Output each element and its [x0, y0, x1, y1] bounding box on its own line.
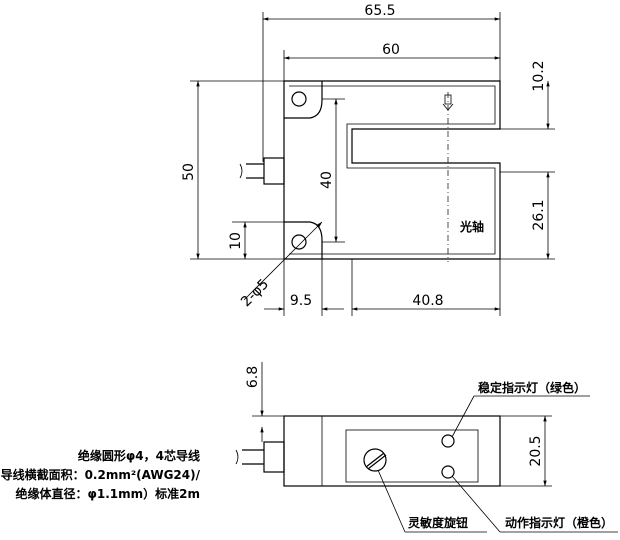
top-view: 光轴 65.5 60 50 40 10 2-φ5 9.5 — [181, 3, 555, 316]
dim-side-height: 20.5 — [528, 435, 544, 466]
mounting-hole-bottom — [291, 234, 307, 250]
stable-indicator-label: 稳定指示灯（绿色） — [478, 380, 586, 395]
dim-body-width: 60 — [382, 42, 400, 58]
dim-axis-offset: 40.8 — [412, 293, 443, 309]
sensor-body-inner-outline — [289, 85, 496, 255]
mounting-hole-top — [291, 91, 307, 107]
action-indicator-lamp — [441, 465, 455, 479]
dim-hole-diameter: 2-φ5 — [238, 276, 272, 310]
dim-side-offset: 6.8 — [245, 366, 261, 388]
sensitivity-knob — [363, 448, 387, 472]
dim-overall-width: 65.5 — [364, 3, 395, 19]
mounting-tab-bottom — [284, 221, 323, 259]
sensor-body-outline — [283, 80, 501, 260]
side-body-outline — [283, 415, 501, 487]
cable-gland — [263, 157, 285, 185]
dim-height: 50 — [181, 163, 197, 181]
dim-hole-offset: 9.5 — [290, 293, 312, 309]
cable-spec-line-1: 绝缘圆形φ4，4芯导线 — [78, 448, 200, 463]
side-cable-gland — [263, 441, 285, 473]
indicator-panel — [345, 429, 479, 483]
mounting-tab-top — [284, 81, 323, 119]
dim-slot-bottom: 26.1 — [531, 199, 547, 230]
optical-axis-label: 光轴 — [459, 219, 484, 234]
emitter-marker — [444, 94, 452, 105]
side-view: 稳定指示灯（绿色） 动作指示灯（橙色） 灵敏度旋钮 6.8 20.5 绝缘圆形φ… — [0, 362, 618, 533]
dim-top-offset: 10.2 — [531, 60, 547, 91]
stable-indicator-lamp — [441, 434, 455, 448]
dim-slot-depth: 40 — [319, 171, 335, 189]
sensitivity-knob-label: 灵敏度旋钮 — [408, 515, 468, 530]
dim-hole-height: 10 — [228, 232, 244, 250]
cable-spec-line-2: (导线横截面积：0.2mm²(AWG24)/ — [0, 467, 201, 482]
cable-spec-line-3: 绝缘体直径：φ1.1mm）标准2m — [15, 486, 200, 501]
action-indicator-label: 动作指示灯（橙色） — [505, 515, 613, 530]
